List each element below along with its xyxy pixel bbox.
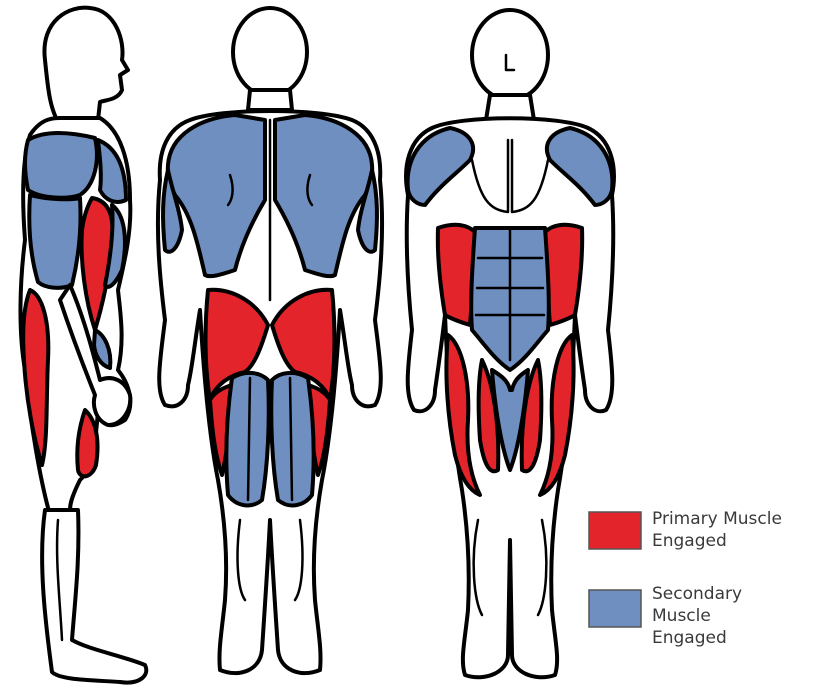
side-view-figure [20,8,146,683]
side-thigh-muscle [23,290,48,465]
legend-secondary-label: Secondary Muscle Engaged [652,583,742,649]
side-shoulder-muscle [25,133,97,198]
legend-primary-label: Primary Muscle Engaged [652,508,782,552]
legend-secondary-swatch [589,590,641,627]
legend [589,512,641,627]
back-view-figure [158,8,382,673]
side-head [44,8,128,125]
legend-primary-swatch [589,512,641,549]
front-view-figure [406,10,614,677]
front-head [472,10,548,100]
back-neck [248,90,292,110]
side-arm-muscle [29,195,80,288]
back-head [233,8,307,96]
